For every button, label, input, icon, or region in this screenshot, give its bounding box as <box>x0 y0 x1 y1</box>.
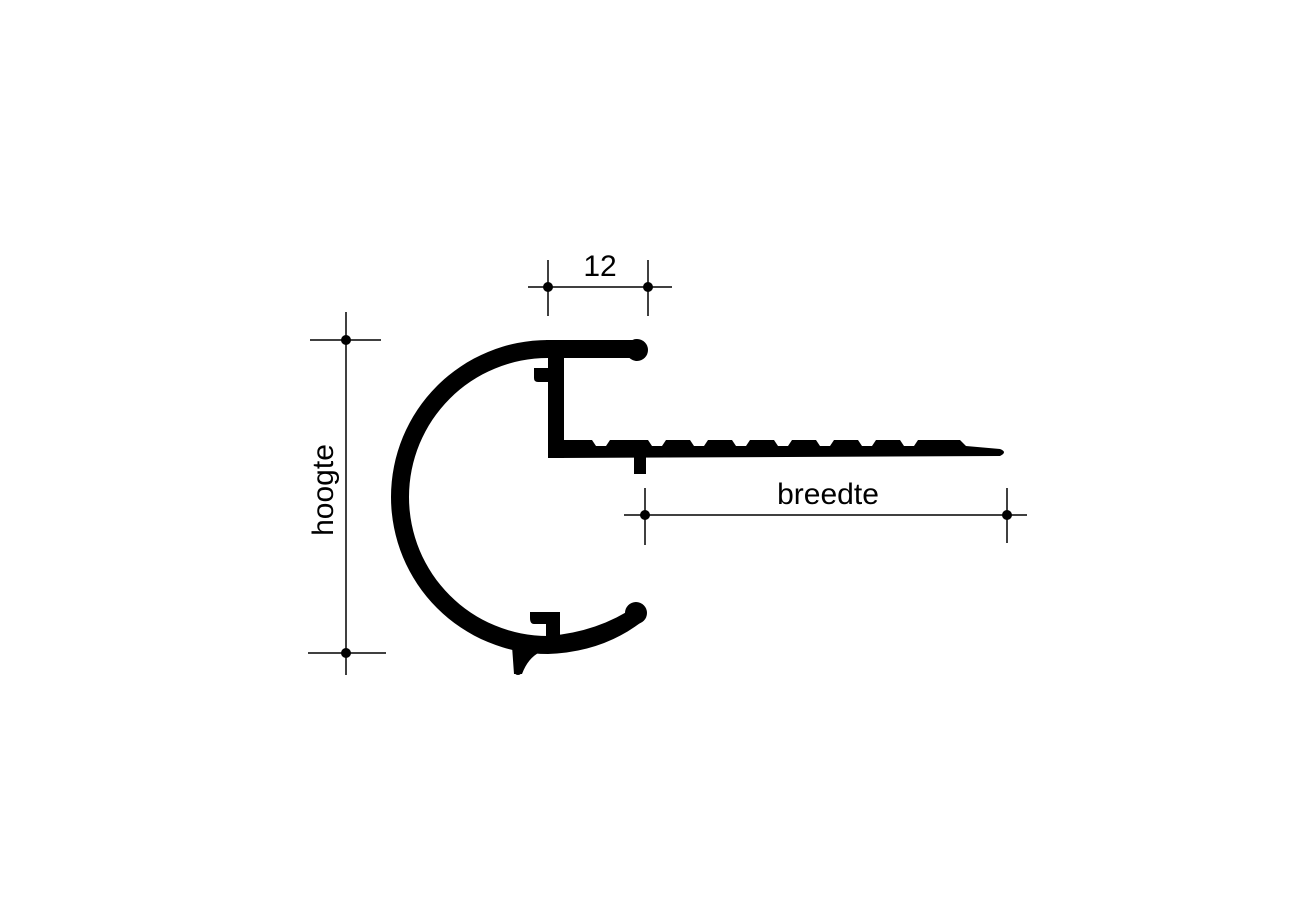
curved-shell <box>391 340 548 654</box>
inner-tab-bottom <box>530 612 560 636</box>
stair-nosing-profile <box>391 339 1004 675</box>
inner-tab-top <box>534 368 550 382</box>
bottom-foot <box>512 646 540 674</box>
height-dim-dot-top <box>341 335 351 345</box>
tread-plate <box>548 440 1004 458</box>
height-label: hoogte <box>307 444 340 536</box>
top-flange <box>546 340 636 358</box>
depth-dim-dot-left <box>640 510 650 520</box>
depth-dim-dot-right <box>1002 510 1012 520</box>
height-dim-dot-bottom <box>341 648 351 658</box>
bottom-lip <box>548 606 644 654</box>
width-dim-dot-right <box>643 282 653 292</box>
vertical-web <box>548 350 564 458</box>
width-label: 12 <box>583 250 616 283</box>
bottom-bead <box>625 602 647 624</box>
depth-label: breedte <box>777 478 879 511</box>
width-dim-dot-left <box>543 282 553 292</box>
foot-tip <box>514 667 522 675</box>
top-bead <box>626 339 648 361</box>
tread-stub <box>634 456 646 474</box>
